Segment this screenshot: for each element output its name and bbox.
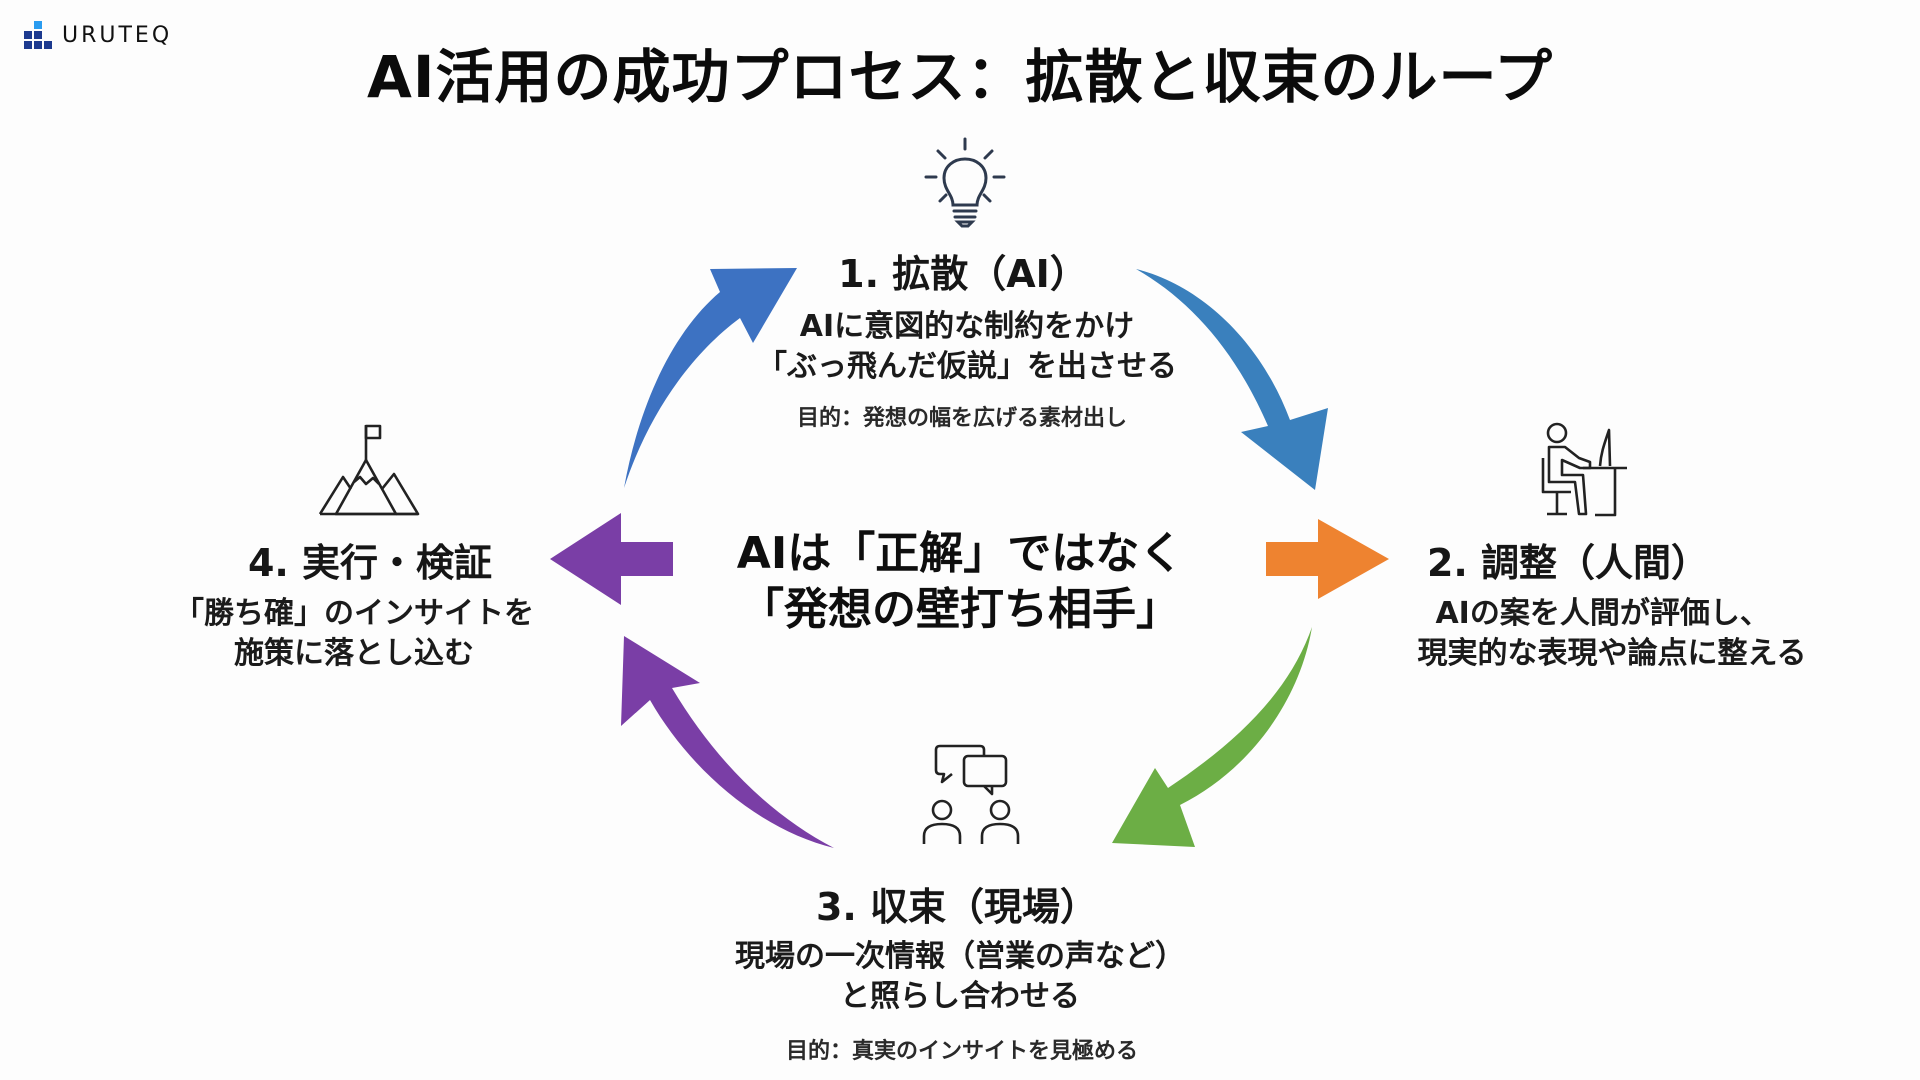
- conversation-icon: [922, 744, 1020, 844]
- center-message-line-1: AIは「正解」ではなく: [736, 528, 1184, 579]
- mountain-flag-icon: [318, 424, 420, 516]
- bar-blocks-logo-icon: [24, 21, 52, 49]
- arrow-3-to-4: [621, 636, 834, 848]
- stage-3-desc-line-1: 現場の一次情報（営業の声など）: [735, 939, 1185, 974]
- arrow-2-to-3: [1112, 627, 1312, 847]
- arrow-1-to-2: [1136, 269, 1328, 490]
- center-message-line-2: 「発想の壁打ち相手」: [740, 584, 1180, 635]
- stage-1-desc-line-2: 「ぶっ飛んだ仮説」を出させる: [757, 349, 1177, 384]
- stage-3-title: 3. 収束（現場）: [815, 885, 1099, 929]
- stage-1-description: AIに意図的な制約をかけ 「ぶっ飛んだ仮説」を出させる: [757, 307, 1177, 387]
- stage-4-title: 4. 実行・検証: [247, 541, 493, 585]
- stage-1-purpose: 目的：発想の幅を広げる素材出し: [796, 406, 1128, 431]
- page-title: AI活用の成功プロセス：拡散と収束のループ: [367, 43, 1553, 111]
- stage-3-purpose: 目的：真実のインサイトを見極める: [785, 1039, 1139, 1064]
- stage-4-desc-line-1: 「勝ち確」のインサイトを: [174, 596, 534, 631]
- stage-4-description: 「勝ち確」のインサイトを 施策に落とし込む: [174, 594, 534, 674]
- stage-3-desc-line-2: と照らし合わせる: [840, 979, 1080, 1014]
- arrow-center-to-2: [1266, 519, 1389, 599]
- stage-2-title: 2. 調整（人間）: [1426, 541, 1710, 585]
- brand-name: URUTEQ: [62, 22, 173, 48]
- stage-4-desc-line-2: 施策に落とし込む: [234, 636, 474, 671]
- arrow-4-to-1: [624, 268, 797, 488]
- stage-3-description: 現場の一次情報（営業の声など） と照らし合わせる: [735, 937, 1185, 1017]
- arrow-center-to-4: [550, 513, 673, 605]
- stage-1-title: 1. 拡散（AI）: [838, 252, 1088, 296]
- stage-2-desc-line-1: AIの案を人間が評価し、: [1435, 596, 1770, 631]
- stage-2-desc-line-2: 現実的な表現や論点に整える: [1417, 636, 1807, 671]
- brand-logo: URUTEQ: [24, 20, 172, 50]
- lightbulb-icon: [924, 137, 1006, 228]
- stage-1-desc-line-1: AIに意図的な制約をかけ: [799, 309, 1135, 344]
- center-message: AIは「正解」ではなく 「発想の壁打ち相手」: [737, 526, 1183, 638]
- stage-2-description: AIの案を人間が評価し、 現実的な表現や論点に整える: [1417, 594, 1806, 674]
- person-at-desk-icon: [1541, 422, 1627, 517]
